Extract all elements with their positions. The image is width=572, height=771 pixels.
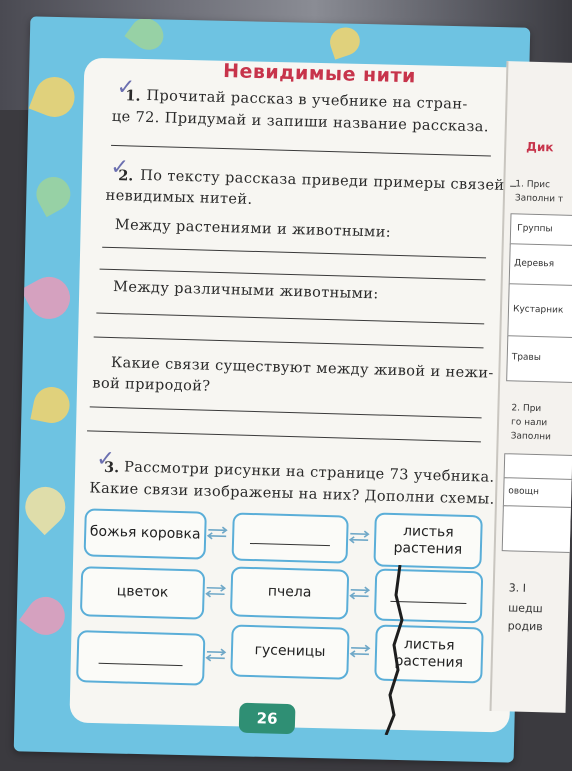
scheme-box: божья коровка <box>83 508 207 560</box>
task2-q2: Между различными животными: <box>112 279 379 303</box>
double-arrow-icon <box>205 584 227 598</box>
double-arrow-icon <box>349 644 371 658</box>
task1-line2: це 72. Придумай и запиши название расска… <box>111 108 490 136</box>
answer-line <box>111 144 491 157</box>
answer-line <box>96 312 485 325</box>
task2-q3-line2: вой природой? <box>92 375 211 395</box>
task1-line1: Прочитай рассказ в учебнике на стран- <box>146 87 468 113</box>
task3-line2: Какие связи изображены на них? Дополни с… <box>89 480 495 508</box>
task3-line1: Рассмотри рисунки на странице 73 учебник… <box>123 459 495 486</box>
answer-line <box>102 246 487 259</box>
answer-line <box>93 336 484 349</box>
answer-line <box>99 268 486 281</box>
task1-number: 1. <box>125 87 141 105</box>
scheme-box-blank[interactable] <box>76 630 206 686</box>
double-arrow-icon <box>206 526 228 540</box>
blank-line <box>98 650 183 666</box>
task2-q1: Между растениями и животными: <box>114 217 392 241</box>
paper-tear <box>384 565 404 735</box>
scheme-box: листья растения <box>373 512 483 570</box>
task3-number: 3. <box>103 458 120 477</box>
double-arrow-icon <box>349 586 371 600</box>
double-arrow-icon <box>205 648 227 662</box>
task2-line2: невидимых нитей. <box>105 187 253 208</box>
scheme-box-blank[interactable] <box>231 512 349 564</box>
task2-number: 2. <box>117 167 134 185</box>
blank-line <box>249 530 331 546</box>
page-number-badge: 26 <box>238 702 296 735</box>
scheme-box: гусеницы <box>230 624 350 680</box>
scheme-box: пчела <box>229 566 350 620</box>
page-title: Невидимые нити <box>222 60 417 88</box>
scheme-box: цветок <box>79 566 206 620</box>
double-arrow-icon <box>348 530 370 544</box>
answer-line <box>89 406 482 419</box>
answer-line <box>87 430 481 443</box>
